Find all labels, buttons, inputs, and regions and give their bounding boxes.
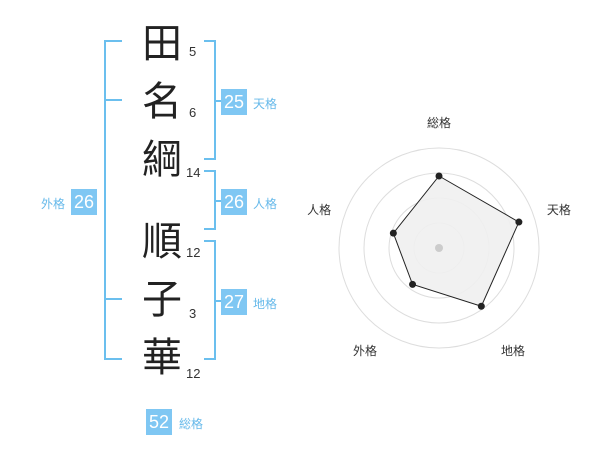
stroke-count-3: 14 bbox=[186, 165, 201, 180]
gaikaku-value: 26 bbox=[71, 189, 98, 215]
radar-axis-label-1: 総格 bbox=[427, 116, 452, 130]
stroke-count-2: 6 bbox=[189, 105, 197, 120]
gaikaku-label: 外格 bbox=[41, 197, 66, 211]
radar-axis-label-2: 天格 bbox=[546, 203, 571, 218]
radar-point-2 bbox=[515, 218, 523, 226]
radar-point-5 bbox=[389, 229, 397, 237]
stroke-count-5: 3 bbox=[189, 306, 197, 321]
name-char-4: 順 bbox=[142, 219, 182, 265]
chikaku-label: 地格 bbox=[253, 297, 278, 311]
jinkaku-value: 26 bbox=[221, 189, 248, 215]
radar-grid-ring bbox=[413, 222, 465, 274]
radar-center-dot bbox=[435, 244, 443, 252]
tenkaku-label: 天格 bbox=[253, 97, 278, 111]
radar-grid-ring bbox=[338, 147, 540, 349]
radar-score-polygon bbox=[392, 175, 520, 307]
stroke-count-1: 5 bbox=[189, 44, 197, 59]
name-char-2: 名 bbox=[142, 79, 182, 125]
name-char-5: 子 bbox=[142, 277, 182, 323]
name-char-1: 田 bbox=[142, 21, 182, 67]
name-char-6: 華 bbox=[142, 335, 182, 381]
radar-axis-label-3: 地格 bbox=[501, 343, 526, 358]
radar-grid-ring bbox=[363, 172, 515, 324]
radar-grid-ring bbox=[388, 197, 490, 299]
radar-point-1 bbox=[435, 172, 443, 180]
name-char-3: 綱 bbox=[142, 137, 182, 183]
stroke-count-4: 12 bbox=[186, 245, 201, 260]
soukaku-label: 総格 bbox=[179, 417, 204, 431]
radar-axis-label-5: 人格 bbox=[307, 203, 332, 218]
radar-point-3 bbox=[477, 302, 485, 310]
radar-point-4 bbox=[409, 280, 417, 288]
tenkaku-value: 25 bbox=[221, 89, 248, 115]
radar-axis-label-4: 外格 bbox=[352, 343, 377, 358]
stroke-count-6: 12 bbox=[186, 366, 201, 381]
soukaku-value: 52 bbox=[146, 409, 173, 435]
jinkaku-label: 人格 bbox=[253, 197, 278, 211]
chikaku-value: 27 bbox=[221, 289, 248, 315]
